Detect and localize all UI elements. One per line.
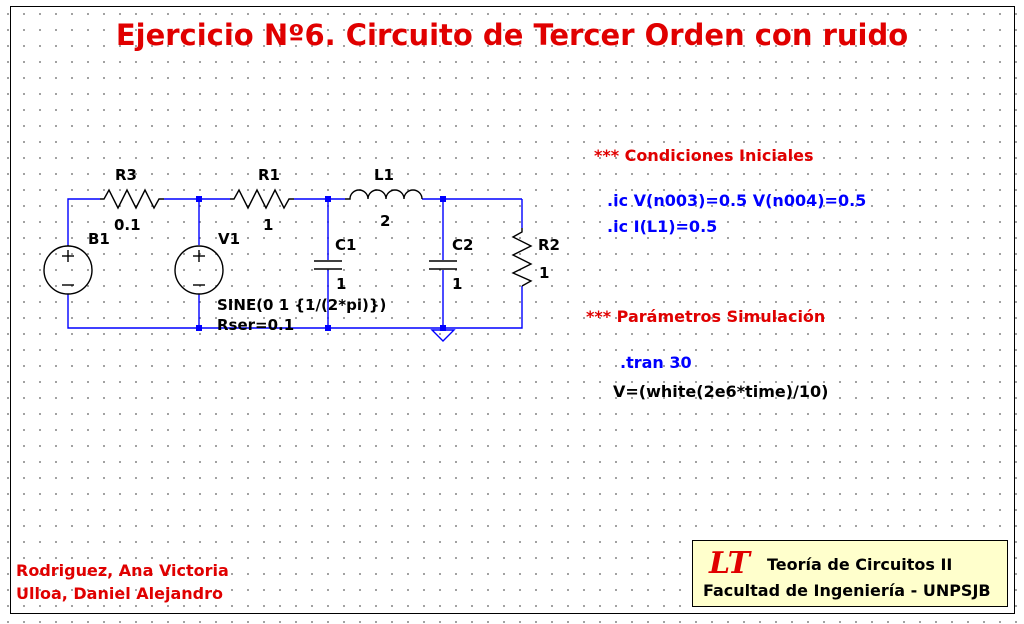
node-dot <box>196 325 202 331</box>
node-dot <box>325 325 331 331</box>
node-dot <box>440 325 446 331</box>
node-dot <box>325 196 331 202</box>
r2-label: R2 <box>538 236 560 254</box>
node-dot <box>440 196 446 202</box>
c2-value: 1 <box>452 275 463 293</box>
resistor-r3-symbol[interactable] <box>100 188 164 210</box>
page-title: Ejercicio Nº6. Circuito de Tercer Orden … <box>115 18 909 52</box>
ground-symbol[interactable] <box>430 329 456 342</box>
title-block-course: Teoría de Circuitos II <box>767 555 953 574</box>
source-b1-symbol[interactable] <box>43 245 93 295</box>
noise-expression[interactable]: V=(white(2e6*time)/10) <box>613 382 829 401</box>
r3-value: 0.1 <box>114 216 141 234</box>
capacitor-c1-symbol[interactable] <box>314 260 342 270</box>
c2-label: C2 <box>452 236 474 254</box>
r2-value: 1 <box>539 264 550 282</box>
capacitor-c2-symbol[interactable] <box>429 260 457 270</box>
v1-label: V1 <box>218 230 241 248</box>
initial-conditions-header: *** Condiciones Iniciales <box>594 146 814 165</box>
r3-label: R3 <box>115 166 137 184</box>
ic-directive-2[interactable]: .ic I(L1)=0.5 <box>607 217 718 236</box>
c1-value: 1 <box>336 275 347 293</box>
r1-label: R1 <box>258 166 280 184</box>
wire-bottom-rail[interactable] <box>67 286 523 329</box>
lt-logo-icon: LT <box>708 549 753 577</box>
author-1: Rodriguez, Ana Victoria <box>16 561 229 580</box>
c1-label: C1 <box>335 236 357 254</box>
inductor-l1-symbol[interactable] <box>345 189 423 200</box>
author-2: Ulloa, Daniel Alejandro <box>16 584 223 603</box>
b1-label: B1 <box>88 230 110 248</box>
node-dot <box>196 196 202 202</box>
r1-value: 1 <box>263 216 274 234</box>
resistor-r2-symbol[interactable] <box>511 228 533 287</box>
wire-b1-r3[interactable] <box>67 198 100 245</box>
v1-value-rser: Rser=0.1 <box>217 316 295 334</box>
sheet-border <box>10 6 1015 614</box>
title-block-faculty: Facultad de Ingeniería - UNPSJB <box>703 581 991 600</box>
wires <box>67 198 523 329</box>
source-v1-symbol[interactable] <box>174 245 224 295</box>
title-block: LT Teoría de Circuitos II Facultad de In… <box>692 540 1008 607</box>
lt-logo-text: LT <box>708 549 753 577</box>
node-junctions <box>196 196 446 331</box>
v1-value-sine: SINE(0 1 {1/(2*pi)}) <box>217 296 387 314</box>
l1-value: 2 <box>380 212 391 230</box>
resistor-r1-symbol[interactable] <box>230 188 294 210</box>
l1-label: L1 <box>374 166 394 184</box>
ic-directive-1[interactable]: .ic V(n003)=0.5 V(n004)=0.5 <box>607 191 867 210</box>
simulation-params-header: *** Parámetros Simulación <box>586 307 826 326</box>
tran-directive[interactable]: .tran 30 <box>620 353 692 372</box>
